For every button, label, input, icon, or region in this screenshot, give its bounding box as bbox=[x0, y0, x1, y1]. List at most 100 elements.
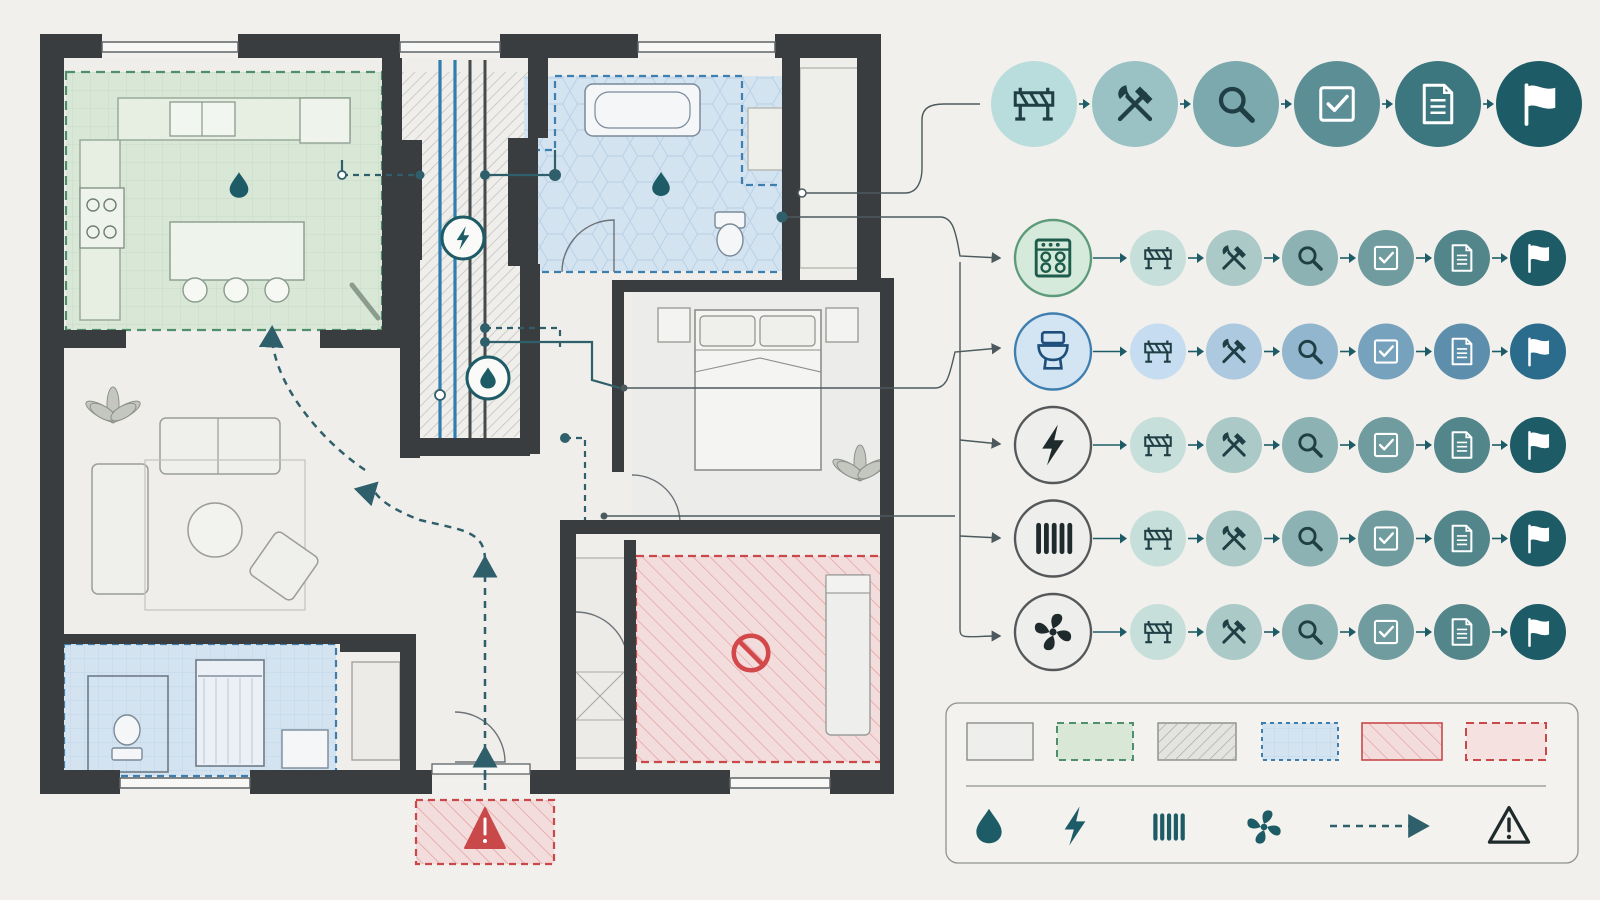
trade-row-arrow bbox=[1093, 440, 1127, 450]
kitchen-zone[interactable] bbox=[64, 70, 384, 332]
trade-badge-plumbing[interactable] bbox=[1013, 312, 1093, 391]
hall-closet bbox=[351, 661, 401, 761]
stage-arrow bbox=[1264, 627, 1280, 637]
living-room[interactable] bbox=[83, 386, 320, 611]
lower-bathroom[interactable] bbox=[62, 642, 338, 778]
stage-plumbing-flag[interactable] bbox=[1510, 323, 1566, 380]
master-stage-arrow bbox=[1281, 99, 1292, 109]
stage-heating-barrier[interactable] bbox=[1130, 510, 1186, 567]
stage-ventilation-document[interactable] bbox=[1434, 604, 1490, 660]
route-path bbox=[258, 325, 498, 790]
trade-row-heating bbox=[1013, 499, 1566, 578]
trade-badge-heating[interactable] bbox=[1013, 499, 1093, 578]
trade-workflow-rows bbox=[1013, 218, 1566, 672]
stage-arrow bbox=[1264, 440, 1280, 450]
stage-plumbing-inspect[interactable] bbox=[1282, 323, 1338, 380]
stage-arrow bbox=[1492, 533, 1508, 544]
trade-row-kitchen bbox=[1013, 218, 1566, 298]
stage-ventilation-tools[interactable] bbox=[1206, 604, 1262, 660]
stage-plumbing-document[interactable] bbox=[1434, 323, 1490, 380]
windows bbox=[101, 41, 831, 789]
master-stage-tools[interactable] bbox=[1092, 61, 1178, 147]
legend-swatch-kitchen-zone bbox=[1056, 722, 1134, 761]
floor-plan bbox=[40, 34, 894, 866]
stage-arrow bbox=[1188, 346, 1204, 357]
trade-row-arrow bbox=[1093, 627, 1127, 637]
upper-bathroom[interactable] bbox=[522, 74, 792, 274]
stage-arrow bbox=[1492, 627, 1508, 637]
stage-arrow bbox=[1264, 533, 1280, 544]
master-workflow-pipeline bbox=[991, 61, 1582, 147]
plant-icon bbox=[832, 444, 888, 482]
stage-heating-checklist[interactable] bbox=[1358, 510, 1414, 567]
stage-kitchen-checklist[interactable] bbox=[1358, 230, 1414, 286]
stage-ventilation-inspect[interactable] bbox=[1282, 604, 1338, 660]
stage-arrow bbox=[1340, 627, 1356, 637]
stage-ventilation-barrier[interactable] bbox=[1130, 604, 1186, 660]
stage-kitchen-tools[interactable] bbox=[1206, 230, 1262, 286]
stage-arrow bbox=[1340, 533, 1356, 544]
stage-electrical-barrier[interactable] bbox=[1130, 417, 1186, 473]
master-stage-flag[interactable] bbox=[1496, 61, 1582, 147]
stage-arrow bbox=[1264, 253, 1280, 263]
bedroom[interactable] bbox=[631, 290, 890, 524]
connector-nodes bbox=[337, 169, 570, 443]
stage-electrical-inspect[interactable] bbox=[1282, 417, 1338, 473]
stage-heating-inspect[interactable] bbox=[1282, 510, 1338, 567]
walls bbox=[40, 34, 894, 794]
trade-badge-electrical[interactable] bbox=[1013, 405, 1093, 485]
plant-icon bbox=[85, 386, 141, 424]
stage-ventilation-checklist[interactable] bbox=[1358, 604, 1414, 660]
master-stage-arrow bbox=[1382, 99, 1393, 109]
stage-electrical-tools[interactable] bbox=[1206, 417, 1262, 473]
stage-heating-tools[interactable] bbox=[1206, 510, 1262, 567]
legend-swatch-general-area bbox=[966, 722, 1034, 761]
trade-row-arrow bbox=[1093, 533, 1127, 544]
stage-plumbing-barrier[interactable] bbox=[1130, 323, 1186, 380]
trade-row-arrow bbox=[1093, 346, 1127, 357]
stage-arrow bbox=[1416, 253, 1432, 263]
trade-row-ventilation bbox=[1013, 592, 1566, 672]
stage-arrow bbox=[1188, 440, 1204, 450]
master-stage-inspect[interactable] bbox=[1193, 61, 1279, 147]
legend-panel bbox=[945, 702, 1579, 864]
stage-kitchen-document[interactable] bbox=[1434, 230, 1490, 286]
stage-arrow bbox=[1188, 253, 1204, 263]
legend-swatch-wet-zone bbox=[1261, 722, 1339, 761]
wardrobe bbox=[799, 67, 859, 269]
legend-swatch-entry-zone bbox=[1465, 722, 1547, 761]
master-stage-document[interactable] bbox=[1395, 61, 1481, 147]
stage-kitchen-flag[interactable] bbox=[1510, 230, 1566, 286]
stage-arrow bbox=[1340, 440, 1356, 450]
stage-electrical-document[interactable] bbox=[1434, 417, 1490, 473]
stage-kitchen-barrier[interactable] bbox=[1130, 230, 1186, 286]
leader-lines bbox=[604, 103, 1002, 642]
trade-badge-kitchen[interactable] bbox=[1013, 218, 1093, 298]
stage-heating-document[interactable] bbox=[1434, 510, 1490, 567]
stage-plumbing-checklist[interactable] bbox=[1358, 323, 1414, 380]
stage-ventilation-flag[interactable] bbox=[1510, 604, 1566, 660]
entry-zone[interactable] bbox=[414, 798, 556, 866]
trade-row-electrical bbox=[1013, 405, 1566, 485]
stage-arrow bbox=[1492, 440, 1508, 450]
legend-swatch-service-shaft bbox=[1157, 722, 1237, 761]
master-stage-arrow bbox=[1483, 99, 1494, 109]
entry-door[interactable] bbox=[454, 711, 506, 763]
stage-arrow bbox=[1416, 533, 1432, 544]
legend-swatch-restricted-zone bbox=[1361, 722, 1443, 761]
stage-electrical-checklist[interactable] bbox=[1358, 417, 1414, 473]
master-stage-arrow bbox=[1079, 99, 1090, 109]
master-stage-checklist[interactable] bbox=[1294, 61, 1380, 147]
stage-heating-flag[interactable] bbox=[1510, 510, 1566, 567]
restricted-zone[interactable] bbox=[634, 554, 886, 764]
stage-kitchen-inspect[interactable] bbox=[1282, 230, 1338, 286]
trade-row-arrow bbox=[1093, 253, 1127, 263]
closet bbox=[574, 557, 626, 759]
trade-badge-ventilation[interactable] bbox=[1013, 592, 1093, 672]
stage-plumbing-tools[interactable] bbox=[1206, 323, 1262, 380]
stage-arrow bbox=[1340, 346, 1356, 357]
stage-arrow bbox=[1264, 346, 1280, 357]
master-stage-barrier[interactable] bbox=[991, 61, 1077, 147]
stage-electrical-flag[interactable] bbox=[1510, 417, 1566, 473]
